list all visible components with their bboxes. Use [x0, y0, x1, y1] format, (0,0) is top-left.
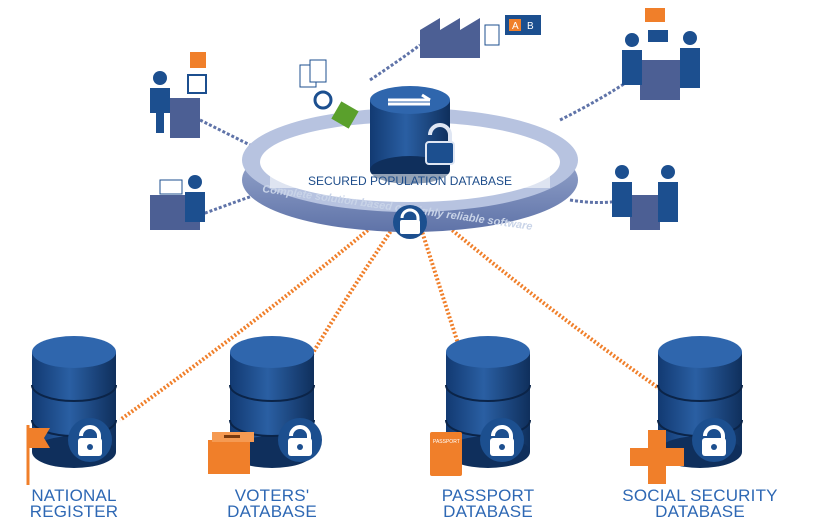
ring-padlock-icon	[393, 205, 427, 239]
padlock-icon-voters	[278, 418, 322, 462]
label-national-register: NATIONAL REGISTER	[0, 486, 174, 521]
padlock-icon-social	[692, 418, 736, 462]
label-line-2: DATABASE	[655, 502, 745, 521]
ballot-box-icon	[208, 432, 254, 474]
station-counter-officers-icon	[622, 8, 700, 100]
label-line-1: PASSPORT	[441, 486, 535, 505]
id-card-a-letter: A	[512, 21, 519, 32]
id-card-b-letter: B	[527, 21, 534, 32]
padlock-icon	[425, 123, 455, 165]
station-biometric-person-icon	[150, 52, 207, 138]
label-line-2: DATABASE	[443, 502, 533, 521]
station-factory-icon: A B	[420, 15, 541, 58]
label-social-security-database: SOCIAL SECURITY DATABASE	[600, 486, 800, 521]
padlock-icon-national	[68, 418, 112, 462]
central-database-label: SECURED POPULATION DATABASE	[270, 174, 550, 188]
label-line-1: VOTERS'	[234, 486, 310, 505]
station-police-check-icon	[612, 165, 678, 230]
label-passport-database: PASSPORT DATABASE	[388, 486, 588, 521]
cross-icon	[630, 430, 684, 484]
label-voters-database: VOTERS' DATABASE	[172, 486, 372, 521]
central-database	[370, 86, 455, 184]
station-document-scan-icon	[299, 59, 359, 129]
label-line-2: REGISTER	[29, 502, 119, 521]
station-desk-clerk-icon	[150, 175, 205, 230]
label-line-1: SOCIAL SECURITY	[622, 486, 778, 505]
passport-cover-text: PASSPORT	[433, 439, 460, 445]
label-line-1: NATIONAL	[31, 486, 117, 505]
orange-data-links	[118, 218, 692, 422]
padlock-icon-passport	[480, 418, 524, 462]
flag-icon	[26, 425, 50, 485]
passport-icon: PASSPORT	[430, 432, 462, 476]
label-line-2: DATABASE	[227, 502, 317, 521]
